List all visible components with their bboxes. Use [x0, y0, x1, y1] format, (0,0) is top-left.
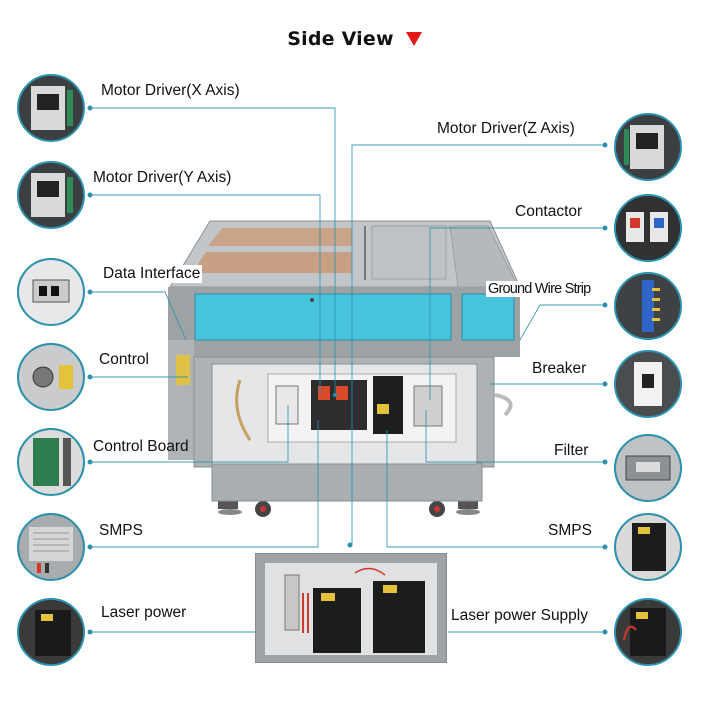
machine-lid [169, 220, 521, 288]
label-control: Control [99, 351, 149, 368]
diagram-title: Side View [0, 28, 709, 50]
label-laser-power: Laser power [101, 604, 187, 621]
label-smps-right: SMPS [548, 522, 592, 539]
label-data-interface: Data Interface [101, 265, 203, 283]
filter-photo [614, 434, 682, 502]
label-motor-driver-z: Motor Driver(Z Axis) [437, 120, 575, 137]
machine-front-panel [168, 287, 520, 357]
label-laser-power-supply: Laser power Supply [451, 607, 588, 624]
title-text: Side View [287, 28, 394, 50]
motor-driver-z-photo [614, 113, 682, 181]
breaker-photo [614, 350, 682, 418]
ground-wire-strip-photo [614, 272, 682, 340]
motor-driver-y-photo [17, 161, 85, 229]
contactor-photo [614, 194, 682, 262]
machine-lower-body [168, 340, 513, 502]
laser-power-photo [17, 598, 85, 666]
label-motor-driver-x: Motor Driver(X Axis) [101, 82, 240, 99]
label-control-board: Control Board [93, 438, 189, 455]
control-board-photo [17, 428, 85, 496]
data-interface-photo [17, 258, 85, 326]
smps-right-photo [614, 513, 682, 581]
smps-left-photo [17, 513, 85, 581]
laser-power-supply-photo [614, 598, 682, 666]
label-contactor: Contactor [515, 203, 583, 220]
label-breaker: Breaker [532, 360, 587, 377]
motor-driver-x-photo [17, 74, 85, 142]
label-motor-driver-y: Motor Driver(Y Axis) [93, 169, 232, 186]
label-smps-left: SMPS [99, 522, 143, 539]
control-photo [17, 343, 85, 411]
label-filter: Filter [554, 442, 589, 459]
machine-feet [218, 495, 480, 517]
label-ground-wire-strip: Ground Wire Strip [486, 281, 593, 297]
laser-power-cabinet-inset [255, 553, 447, 663]
red-down-triangle-icon [405, 32, 422, 46]
